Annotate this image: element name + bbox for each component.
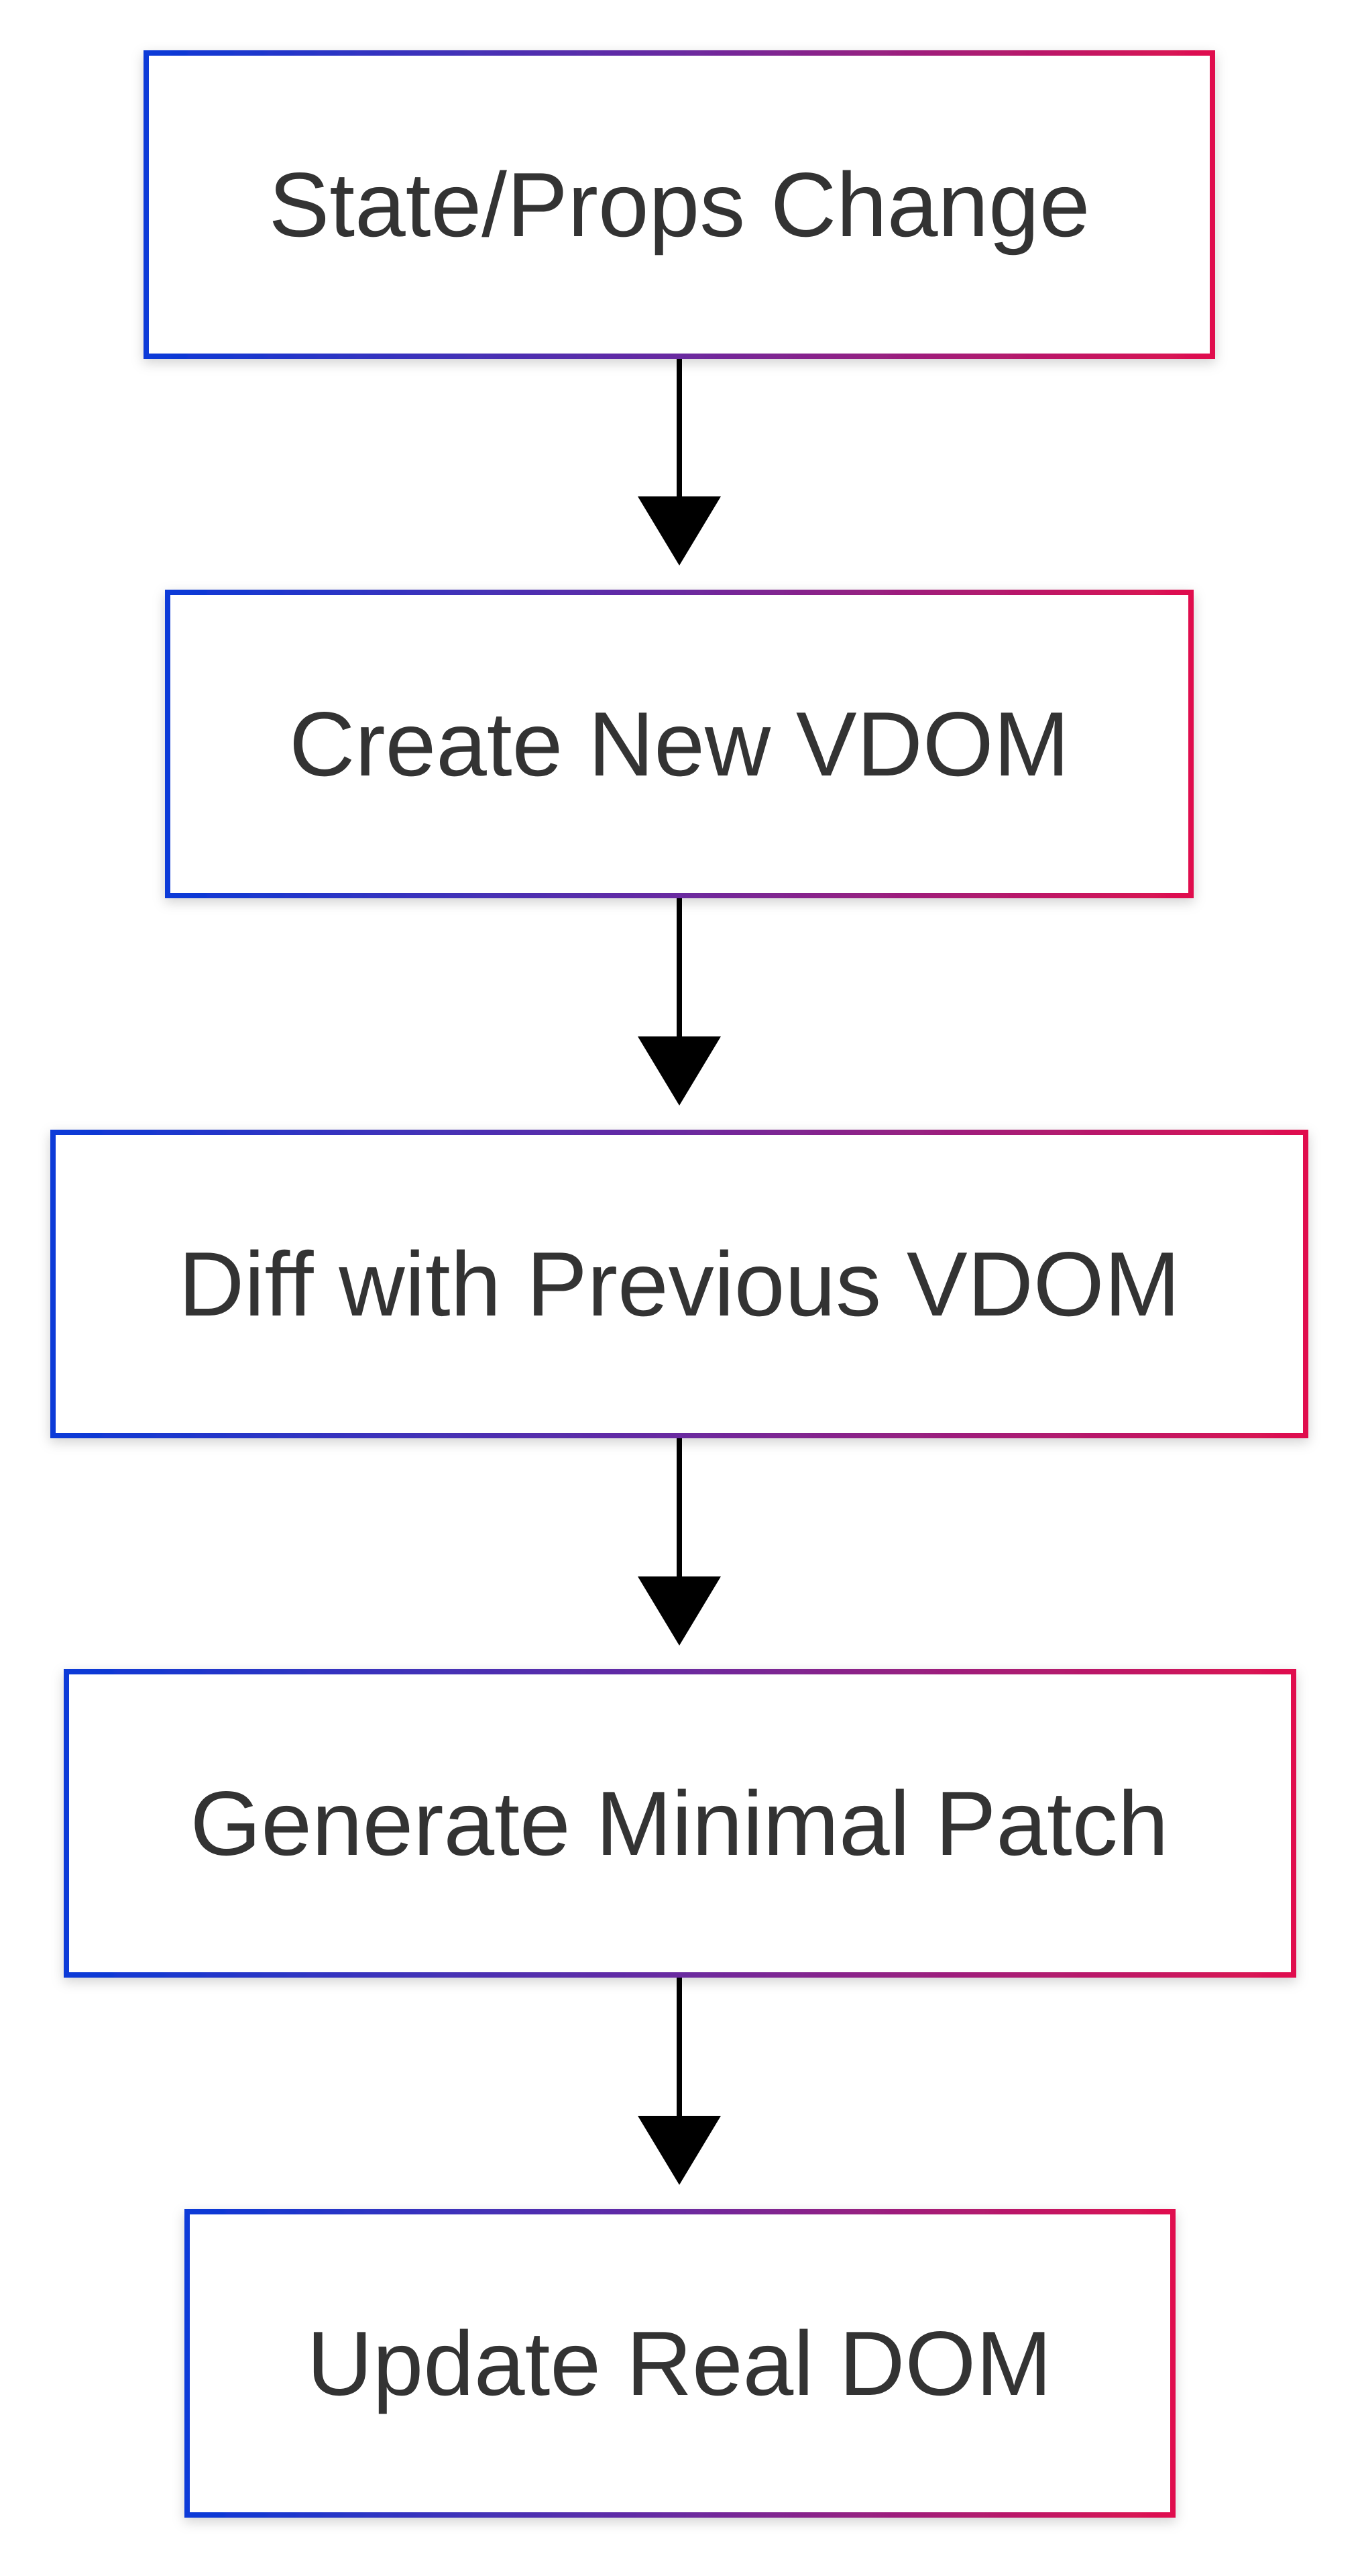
node-label: Diff with Previous VDOM bbox=[178, 1233, 1180, 1335]
arrowhead-icon bbox=[638, 496, 721, 566]
arrowhead-icon bbox=[638, 1576, 721, 1646]
arrowhead-icon bbox=[638, 1036, 721, 1106]
edge-create-to-diff bbox=[638, 896, 721, 1106]
node-label: Create New VDOM bbox=[289, 693, 1070, 795]
node-generate-minimal-patch: Generate Minimal Patch bbox=[64, 1669, 1296, 1978]
node-diff-with-previous-vdom: Diff with Previous VDOM bbox=[50, 1130, 1308, 1438]
node-box bbox=[50, 1130, 1308, 1438]
node-label: Update Real DOM bbox=[306, 2312, 1052, 2414]
node-create-new-vdom: Create New VDOM bbox=[165, 590, 1194, 898]
edge-generate-to-update bbox=[638, 1975, 721, 2185]
node-state-props-change: State/Props Change bbox=[144, 50, 1215, 359]
node-label: Generate Minimal Patch bbox=[190, 1772, 1169, 1874]
node-box bbox=[144, 50, 1215, 359]
edge-state-to-create bbox=[638, 356, 721, 566]
node-box bbox=[184, 2209, 1176, 2518]
node-label: State/Props Change bbox=[269, 154, 1090, 256]
node-box bbox=[64, 1669, 1296, 1978]
arrowhead-icon bbox=[638, 2116, 721, 2185]
node-box bbox=[165, 590, 1194, 898]
edge-diff-to-generate bbox=[638, 1436, 721, 1646]
node-update-real-dom: Update Real DOM bbox=[184, 2209, 1176, 2518]
